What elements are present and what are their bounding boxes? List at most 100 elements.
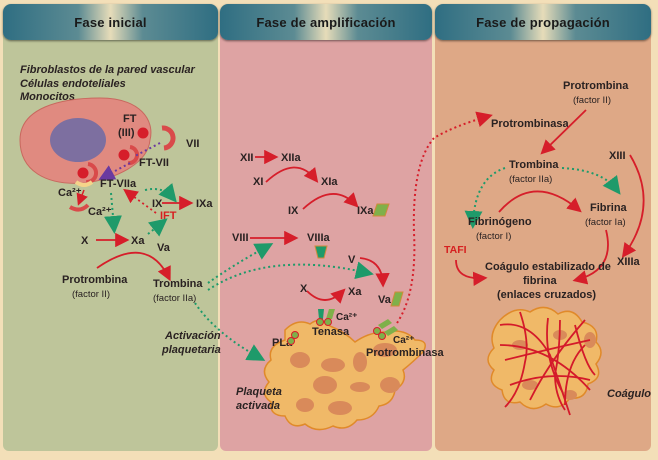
platelet-granule [296, 398, 314, 412]
label-tenasa: Tenasa [312, 326, 350, 338]
label-protrombinasa-amp: Protrombinasa [366, 347, 445, 359]
header-title: Fase de propagación [476, 14, 610, 30]
viiia-icon [314, 245, 328, 259]
label-viiia: VIIIa [307, 232, 331, 244]
arrow-ftviia-to-xa [104, 192, 122, 234]
arrow-tafi-to-coagulo [455, 259, 488, 286]
tenasa-anchor [316, 318, 324, 326]
nucleus [50, 118, 106, 162]
label-factor-ia: (factor Ia) [585, 217, 626, 228]
label-protrombina-prop: Protrombina [563, 80, 629, 92]
platelet-granule [313, 376, 337, 394]
label-x: X [81, 235, 89, 247]
ft-vii-complex [118, 149, 130, 161]
label-xii: XII [240, 152, 253, 164]
label-xiia: XIIa [281, 152, 301, 164]
arrow-xiii-to-xiiia [621, 154, 645, 258]
arrow-protrombina-to-trombina-prop [540, 109, 587, 155]
label-ca-amp-1: Ca²⁺ [336, 312, 357, 323]
platelet-granule [380, 377, 400, 393]
label-protrombinasa-prop: Protrombinasa [491, 118, 570, 130]
clot-granule [563, 390, 577, 400]
clot-granule [522, 380, 538, 390]
tenasa-anchor [324, 318, 332, 326]
cell-type-endoteliales: Células endoteliales [20, 78, 126, 90]
arrow-fibrinogeno-to-fibrina [498, 190, 582, 213]
arrow-ftvii-to-ftviia [98, 162, 131, 180]
label-vii: VII [186, 138, 199, 150]
platelet-granule [328, 401, 352, 415]
arrow-xa-to-ift [147, 218, 168, 237]
label-coagulo: Coágulo [607, 388, 651, 400]
tenasa-viiia-icon [318, 309, 324, 319]
ixa-icon [372, 203, 390, 217]
label-ca-amp-2: Ca²⁺ [393, 335, 414, 346]
arrow-xi-to-xia [265, 166, 319, 183]
label-factor-iia: (factor IIa) [153, 293, 196, 304]
tenasa-ixa-icon [326, 309, 335, 319]
label-protrombina: Protrombina [62, 274, 128, 286]
arrow-trombina-to-xiii [561, 167, 621, 195]
label-x-amp: X [300, 283, 308, 295]
label-ift: IFT [160, 210, 177, 222]
ft-viia-complex [77, 167, 89, 179]
label-activada: activada [236, 400, 280, 412]
calcium-bracket [74, 180, 94, 187]
label-factor-ii-prop: (factor II) [573, 95, 611, 106]
protrombinasa-va-icon [384, 326, 398, 336]
arrow-ix-to-ixa-amp [302, 192, 359, 210]
arrow-protrombina-to-trombina [96, 251, 171, 282]
label-fibrina: Fibrina [590, 202, 628, 214]
header-fase-propagacion: Fase de propagación [435, 4, 651, 40]
factor-vii-icon [161, 125, 176, 151]
label-coagulo-estab-2: fibrina [523, 275, 557, 287]
label-va-amp: Va [378, 294, 392, 306]
label-ix-amp: IX [288, 205, 299, 217]
arrow-fibrina-to-coagulo [572, 229, 609, 285]
cell-type-monocitos: Monocitos [20, 91, 75, 103]
platelet-granule [353, 352, 367, 372]
label-ft-vii: FT-VII [139, 157, 169, 169]
arrow-v-to-va [359, 257, 390, 288]
label-factor-iia-prop: (factor IIa) [509, 174, 552, 185]
label-ft-viia: FT-VIIa [100, 178, 137, 190]
label-xa: Xa [131, 235, 145, 247]
tissue-factor-receptor [137, 127, 149, 139]
clot-platelets [487, 306, 602, 410]
label-ca-2: Ca²⁺ [88, 206, 112, 218]
label-tafi: TAFI [444, 244, 467, 256]
label-xiii: XIII [609, 150, 626, 162]
protrombinasa-xa-icon [378, 319, 392, 329]
label-ft-iii: (III) [118, 127, 135, 139]
header-fase-inicial: Fase inicial [3, 4, 218, 40]
label-plaquetaria: plaquetaria [161, 344, 221, 356]
platelet-granule [350, 382, 370, 392]
label-ca-1: Ca²⁺ [58, 187, 82, 199]
header-fase-amplificacion: Fase de amplificación [220, 4, 432, 40]
label-fibrinogeno: Fibrinógeno [468, 216, 532, 228]
label-plaqueta: Plaqueta [236, 386, 282, 398]
fibrin-strands [499, 311, 596, 416]
platelet-granule [321, 358, 345, 372]
label-ix: IX [152, 198, 163, 210]
calcium-icon [68, 203, 90, 212]
label-ixa: IXa [196, 198, 213, 210]
pla-anchor [287, 337, 295, 345]
header-title: Fase de amplificación [256, 14, 396, 30]
label-trombina: Trombina [153, 278, 203, 290]
arrow-trombina-to-tafi [464, 167, 506, 229]
label-xiiia: XIIIa [617, 256, 641, 268]
label-coagulo-estab-1: Coágulo estabilizado de [485, 261, 611, 273]
cell-type-fibroblastos: Fibroblastos de la pared vascular [20, 64, 196, 76]
label-factor-i: (factor I) [476, 231, 511, 242]
platelet-granule [373, 343, 397, 357]
platelet-granule [290, 352, 310, 368]
header-title: Fase inicial [74, 14, 147, 30]
label-factor-ii: (factor II) [72, 289, 110, 300]
label-viii: VIII [232, 232, 249, 244]
label-activacion: Activación [164, 330, 221, 342]
label-ixa-amp: IXa [357, 205, 374, 217]
arrow-ca [76, 189, 88, 206]
